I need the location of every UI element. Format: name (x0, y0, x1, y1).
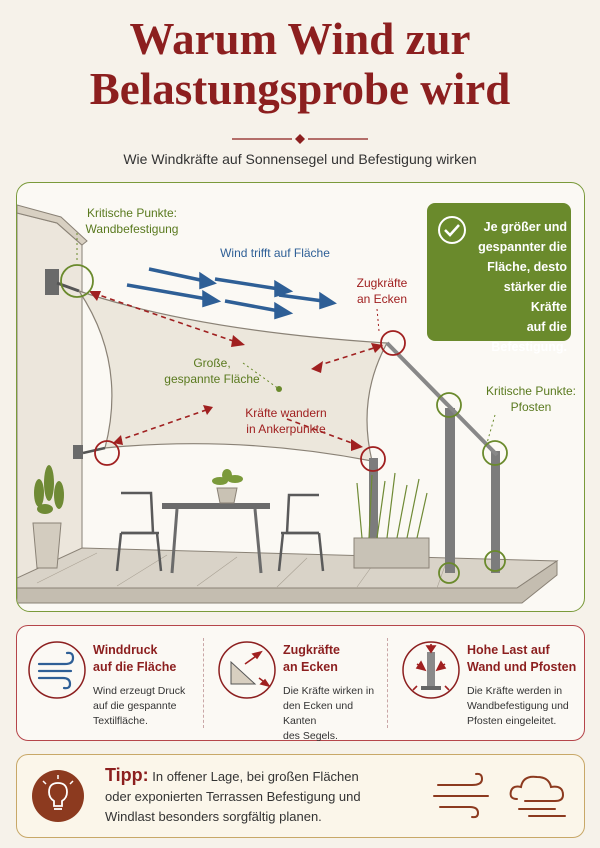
card-corner-title-1: Zugkräfte (283, 643, 340, 657)
card-post-title-2: Wand und Pfosten (467, 660, 577, 674)
info-cards: Winddruck auf die Fläche Wind erzeugt Dru… (16, 625, 585, 742)
info-line-3: Fläche, desto (487, 260, 567, 274)
cloud-wind-icon (509, 775, 566, 817)
scene-drawing (17, 204, 559, 604)
corner-tension-icon (218, 641, 276, 699)
label-posts: Kritische Punkte: Pfosten (481, 383, 581, 415)
label-wall-mounting: Kritische Punkte: Wandbefestigung (77, 205, 187, 237)
label-wall-line2: Wandbefestigung (85, 222, 179, 236)
label-anchor-line2: in Ankerpunkte (246, 422, 326, 436)
card-wind-pressure: Winddruck auf die Fläche Wind erzeugt Dru… (17, 626, 205, 740)
card-corner-text-2: den Ecken und Kanten (283, 700, 354, 727)
card-divider (203, 638, 204, 728)
card-post-title-1: Hohe Last auf (467, 643, 550, 657)
tip-text-3: Windlast besonders sorgfältig planen. (105, 809, 322, 824)
card-corner-text-3: des Segels. (283, 730, 338, 742)
card-corner-title: Zugkräfte an Ecken (283, 642, 340, 676)
card-corner-text-1: Die Kräfte wirken in (283, 685, 375, 697)
label-wind: Wind trifft auf Fläche (220, 246, 330, 260)
title-divider (232, 134, 368, 144)
label-posts-line2: Pfosten (510, 400, 552, 414)
tip-text-1: In offener Lage, bei großen Flächen (152, 769, 359, 784)
tip-box: Tipp: In offener Lage, bei großen Fläche… (16, 754, 585, 838)
check-circle-icon (438, 216, 466, 244)
label-corners-line1: Zugkräfte (356, 276, 408, 290)
label-corner-forces: Zugkräfte an Ecken (347, 275, 417, 307)
info-line-4: stärker die Kräfte (503, 280, 567, 314)
info-line-1: Je größer und (483, 220, 567, 234)
label-surface-line1: Große, (193, 356, 231, 370)
label-surface-line2: gespannte Fläche (164, 372, 260, 386)
tip-text: Tipp: In offener Lage, bei großen Fläche… (105, 765, 405, 827)
card-corner-title-2: an Ecken (283, 660, 338, 674)
label-wall-line1: Kritische Punkte: (86, 206, 178, 220)
title-line-1: Warum Wind zur (129, 14, 471, 64)
card-corner-text: Die Kräfte wirken in den Ecken und Kanten… (283, 684, 387, 744)
info-box: Je größer und gespannter die Fläche, des… (427, 203, 571, 354)
wind-icon (28, 641, 86, 699)
card-wind-text-2: auf die gespannte (93, 700, 177, 712)
post-load-icon (402, 641, 460, 699)
card-wind-text-1: Wind erzeugt Druck (93, 685, 186, 697)
wind-gust-icon (433, 772, 489, 819)
lightbulb-icon (32, 770, 84, 822)
card-post-text-1: Die Kräfte werden in (467, 685, 563, 697)
info-box-text: Je größer und gespannter die Fläche, des… (465, 217, 567, 357)
page-subtitle: Wie Windkräfte auf Sonnensegel und Befes… (123, 151, 477, 167)
label-anchor-points: Kräfte wandern in Ankerpunkte (231, 405, 341, 437)
card-corner-tension: Zugkräfte an Ecken Die Kräfte wirken in de… (207, 626, 387, 742)
info-line-5: auf die Befestigung. (491, 320, 567, 354)
card-wind-title-1: Winddruck (93, 643, 158, 657)
title-line-2: Belastungsprobe wird (89, 64, 511, 114)
tip-text-2: oder exponierten Terrassen Befestigung u… (105, 789, 361, 804)
page-title: Warum Wind zur Belastungsprobe wird (0, 14, 600, 114)
card-wind-text-3: Textilfläche. (93, 715, 148, 727)
tip-label: Tipp: (105, 765, 149, 785)
label-surface: Große, gespannte Fläche (157, 355, 267, 387)
label-posts-line1: Kritische Punkte: (485, 384, 577, 398)
card-post-text-2: Wandbefestigung und (467, 700, 569, 712)
label-corners-line2: an Ecken (356, 292, 408, 306)
card-post-text-3: Pfosten eingeleitet. (467, 715, 557, 727)
card-divider (387, 638, 388, 728)
scene-illustration: Kritische Punkte: Wandbefestigung Wind t… (16, 182, 585, 612)
card-wind-title-2: auf die Fläche (93, 660, 177, 674)
label-anchor-line1: Kräfte wandern (245, 406, 327, 420)
card-wind-title: Winddruck auf die Fläche (93, 642, 176, 676)
info-line-2: gespannter die (478, 240, 567, 254)
